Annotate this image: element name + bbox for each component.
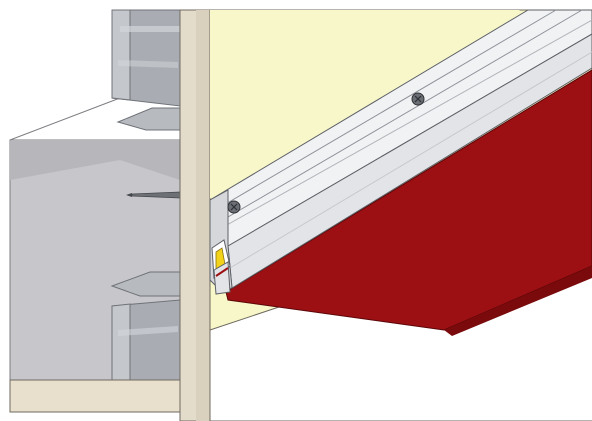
profile-screw-left: [227, 200, 241, 214]
metal-stud-bottom: [111, 299, 181, 389]
aluminium-profile: [209, 9, 592, 291]
cavity-floor-shadow: [10, 140, 180, 180]
harpoon-edge: [211, 239, 231, 295]
metal-stud-top: [111, 9, 181, 107]
profile-screw-right: [411, 92, 425, 106]
stretch-membrane: [225, 69, 592, 336]
drywall-panel: [9, 9, 211, 421]
cavity-floor-edge: [9, 97, 121, 141]
wall-face-upper: [210, 10, 520, 198]
